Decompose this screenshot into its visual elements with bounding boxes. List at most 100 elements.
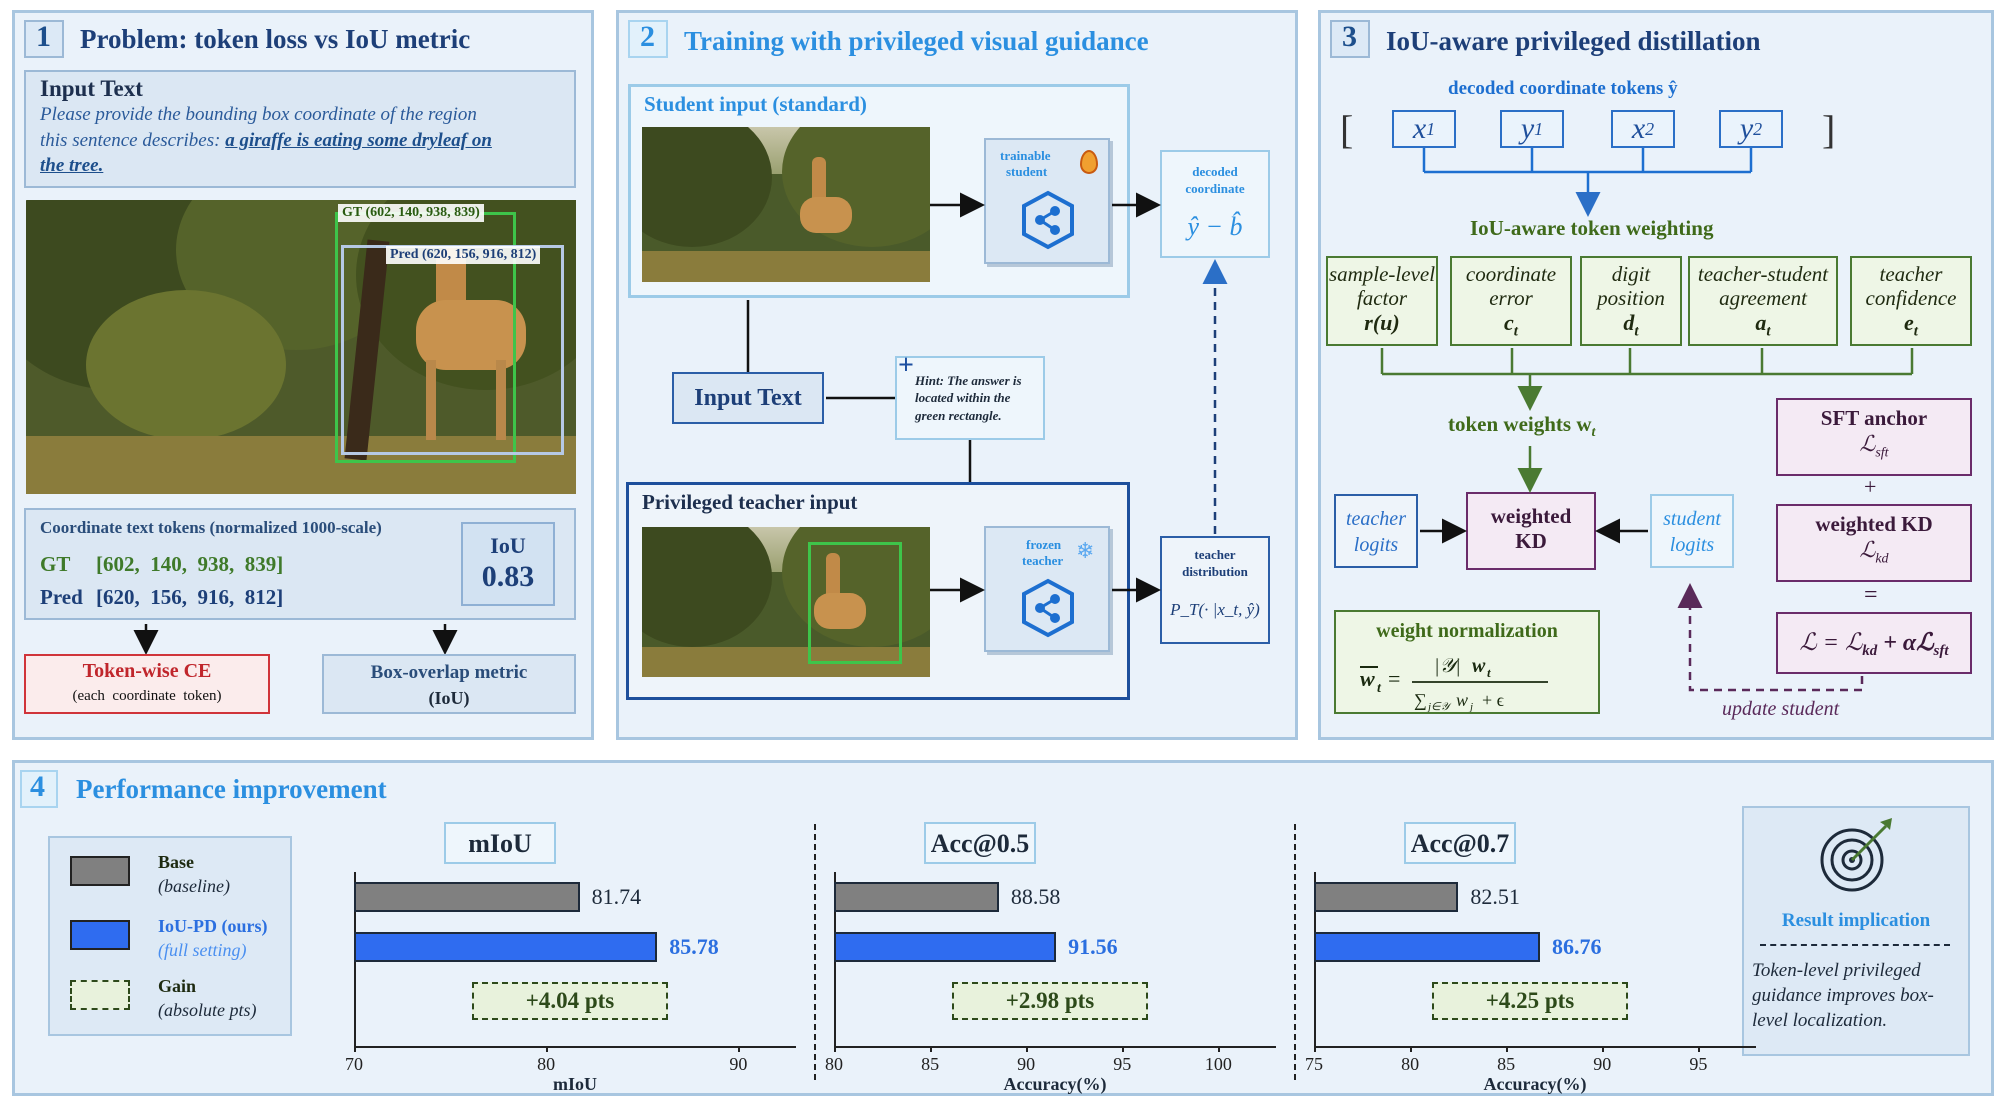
result-title: Result implication <box>1781 910 1931 931</box>
referring-expression-link[interactable]: a giraffe is eating some dryleaf on <box>225 130 492 151</box>
chart-gain-box-2: +4.25 pts <box>1432 982 1628 1020</box>
trainable-label-1: trainable <box>1000 148 1051 163</box>
target-icon <box>1820 818 1892 892</box>
tdist-label-2: distribution <box>1182 564 1248 579</box>
panel-performance <box>12 760 1994 1096</box>
referring-expression-link-end[interactable]: the tree. <box>40 155 104 176</box>
chart-title-box-0: mIoU <box>444 822 556 864</box>
coordinate-tokens-title: Coordinate text tokens (normalized 1000-… <box>40 518 382 537</box>
chart-x-axis-1 <box>834 1046 1276 1048</box>
chart-bar-1-1 <box>834 932 1057 962</box>
chart-bar-2-1 <box>1314 932 1540 962</box>
factor-symbol-sub: t <box>1766 323 1771 340</box>
factor-line-2: agreement <box>1719 286 1807 311</box>
chart-tick-mark <box>1218 1046 1221 1052</box>
factor-symbol-sub: t <box>1513 323 1518 340</box>
chart-x-label-2: Accuracy(%) <box>1483 1074 1587 1094</box>
token-wise-ce-box <box>24 654 270 714</box>
total-loss-sft-l: ℒ <box>1916 630 1934 656</box>
panel-3-number: 3 <box>1342 20 1357 53</box>
legend-name-2: Gain <box>158 976 197 996</box>
box-overlap-title: Box-overlap metric <box>370 662 528 683</box>
weighted-kd2-title: weighted KD <box>1815 512 1933 536</box>
iou-box <box>461 522 555 606</box>
normalization-formula: w t = |𝒴| w t ∑ j∈𝒴 w j + ϵ <box>1360 655 1548 712</box>
iou-label: IoU <box>490 533 526 558</box>
teacher-hint-rectangle <box>808 542 902 664</box>
svg-text:w: w <box>1456 690 1468 710</box>
panel-4-title: Performance improvement <box>76 774 387 804</box>
student-logits-l1: student <box>1663 508 1721 530</box>
frozen-label-2: teacher <box>1022 553 1064 568</box>
factor-symbol: ct <box>1504 310 1518 340</box>
gt-box-label: GT (602, 140, 938, 839) <box>338 204 484 222</box>
factor-line-1: teacher <box>1879 262 1943 286</box>
chart-divider-2 <box>1294 824 1296 1080</box>
factor-line-2: factor <box>1356 286 1408 311</box>
weighted-kd-l2: KD <box>1515 529 1547 553</box>
sft-anchor-title: SFT anchor <box>1820 406 1928 430</box>
result-line-2: guidance improves box- <box>1752 985 1934 1006</box>
panel-1-number-box <box>24 20 64 58</box>
factor-line-1: coordinate <box>1465 262 1557 286</box>
decoded-label-2: coordinate <box>1185 181 1245 196</box>
svg-text:t: t <box>1487 665 1491 680</box>
chart-tick-mark <box>1602 1046 1605 1052</box>
hint-box <box>895 356 1045 440</box>
chart-tick-label: 100 <box>1204 1054 1232 1074</box>
box-overlap-box <box>322 654 576 714</box>
svg-text:w: w <box>1360 666 1375 691</box>
chart-tick-label: 85 <box>1497 1054 1516 1074</box>
total-loss-plus-alpha: + α <box>1877 630 1917 656</box>
input-text-box <box>24 70 576 188</box>
factor-symbol-sub: t <box>1634 323 1639 340</box>
chart-tick-mark <box>738 1046 741 1052</box>
teacher-logits-l2: logits <box>1353 534 1399 556</box>
chart-bar-label-1-0: 88.58 <box>1010 884 1061 909</box>
chart-tick-label: 75 <box>1305 1054 1323 1074</box>
chart-tick-label: 95 <box>1689 1054 1708 1074</box>
update-student-label: update student <box>1722 698 1840 720</box>
panel-2-number-box <box>628 20 668 58</box>
chart-bar-label-1-1: 91.56 <box>1068 934 1118 959</box>
chart-tick-label: 85 <box>921 1054 940 1074</box>
token-subscript: 2 <box>1645 118 1655 139</box>
token-wise-ce-title: Token-wise CE <box>82 660 212 682</box>
student-logits-l2: logits <box>1669 534 1715 556</box>
chart-tick-mark <box>1026 1046 1029 1052</box>
chart-title-1: Acc@0.5 <box>930 829 1030 858</box>
token-symbol: y <box>1520 112 1535 145</box>
chart-tick-mark <box>546 1046 549 1052</box>
pred-row-values: [620, 156, 916, 812] <box>96 585 284 609</box>
panel-3-title: IoU-aware privileged distillation <box>1386 26 1761 56</box>
token-weighting-label: IoU-aware token weighting <box>1470 216 1714 240</box>
hint-line-3: green rectangle. <box>915 408 1002 423</box>
result-line-1: Token-level privileged <box>1752 960 1921 981</box>
chart-bar-label-0-0: 81.74 <box>591 884 642 909</box>
svg-text:t: t <box>1377 681 1382 696</box>
student-logits-box <box>1650 494 1734 568</box>
legend-desc-2: (absolute pts) <box>158 1000 257 1020</box>
box-overlap-sub: (IoU) <box>428 688 470 708</box>
input-text-line-2: this sentence describes: a giraffe is ea… <box>40 130 492 152</box>
factor-symbol: at <box>1755 310 1771 340</box>
panel-2-number: 2 <box>640 20 655 53</box>
panel-1-title: Problem: token loss vs IoU metric <box>80 24 471 54</box>
iou-value: 0.83 <box>481 560 535 593</box>
svg-text:w: w <box>1472 655 1486 677</box>
kd-loss-symbol: ℒkd <box>1778 537 1970 567</box>
svg-text:j: j <box>1468 701 1473 712</box>
student-input-title: Student input (standard) <box>644 92 867 116</box>
decoded-tokens-label: decoded coordinate tokens ŷ <box>1448 78 1678 99</box>
teacher-image <box>642 527 930 677</box>
chart-tick-mark <box>834 1046 836 1052</box>
token-subscript: 2 <box>1753 118 1763 139</box>
weighted-kd-l1: weighted <box>1490 504 1572 528</box>
gt-row-values: [602, 140, 938, 839] <box>96 552 284 576</box>
result-divider <box>1760 944 1950 946</box>
pred-row-label: Pred <box>40 585 83 609</box>
